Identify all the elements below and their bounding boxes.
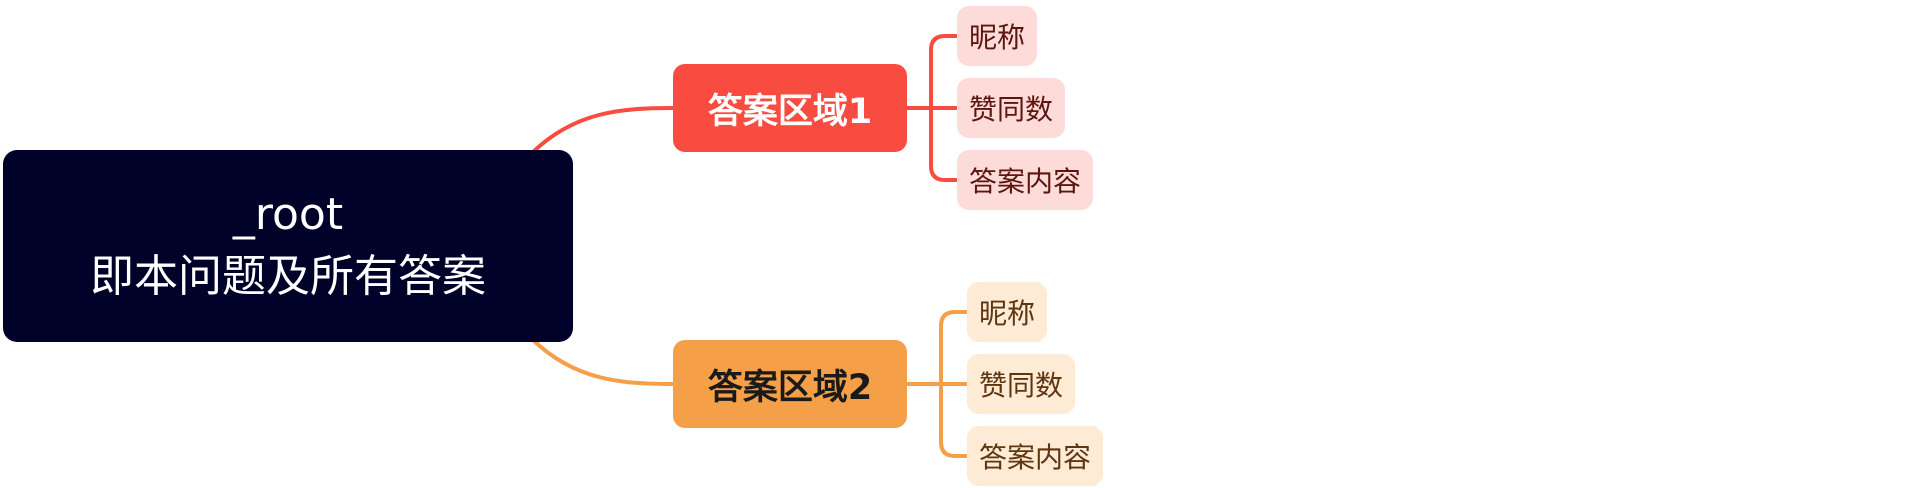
leaf-label: 答案内容 xyxy=(969,165,1082,198)
root-title: _root xyxy=(232,189,344,240)
leaf-label: 昵称 xyxy=(969,21,1026,54)
branch-label: 答案区域1 xyxy=(707,91,873,132)
leaf-label: 昵称 xyxy=(979,297,1036,330)
leaf-node-answer-content[interactable]: 答案内容 xyxy=(967,426,1104,486)
connector-root-to-branch-2 xyxy=(531,338,675,386)
leaf-node-upvote-count[interactable]: 赞同数 xyxy=(967,354,1076,414)
connector-branch-1-leaf-1 xyxy=(929,34,959,110)
leaf-node-nickname[interactable]: 昵称 xyxy=(957,6,1038,66)
connector-branch-2-leaf-3 xyxy=(939,382,969,458)
leaf-label: 答案内容 xyxy=(979,441,1092,474)
leaf-node-answer-content[interactable]: 答案内容 xyxy=(957,150,1094,210)
leaf-node-upvote-count[interactable]: 赞同数 xyxy=(957,78,1066,138)
connector-root-to-branch-1 xyxy=(531,106,675,154)
branch-node-answer-area-1[interactable]: 答案区域1 xyxy=(673,64,907,152)
root-node[interactable]: _root 即本问题及所有答案 xyxy=(3,150,573,342)
branch-node-answer-area-2[interactable]: 答案区域2 xyxy=(673,340,907,428)
root-subtitle: 即本问题及所有答案 xyxy=(90,251,486,302)
leaf-node-nickname[interactable]: 昵称 xyxy=(967,282,1048,342)
leaf-label: 赞同数 xyxy=(979,369,1064,402)
connector-branch-1-leaf-3 xyxy=(929,106,959,182)
connector-branch-2-leaf-1 xyxy=(939,310,969,386)
leaf-label: 赞同数 xyxy=(969,93,1054,126)
branch-label: 答案区域2 xyxy=(707,367,873,408)
